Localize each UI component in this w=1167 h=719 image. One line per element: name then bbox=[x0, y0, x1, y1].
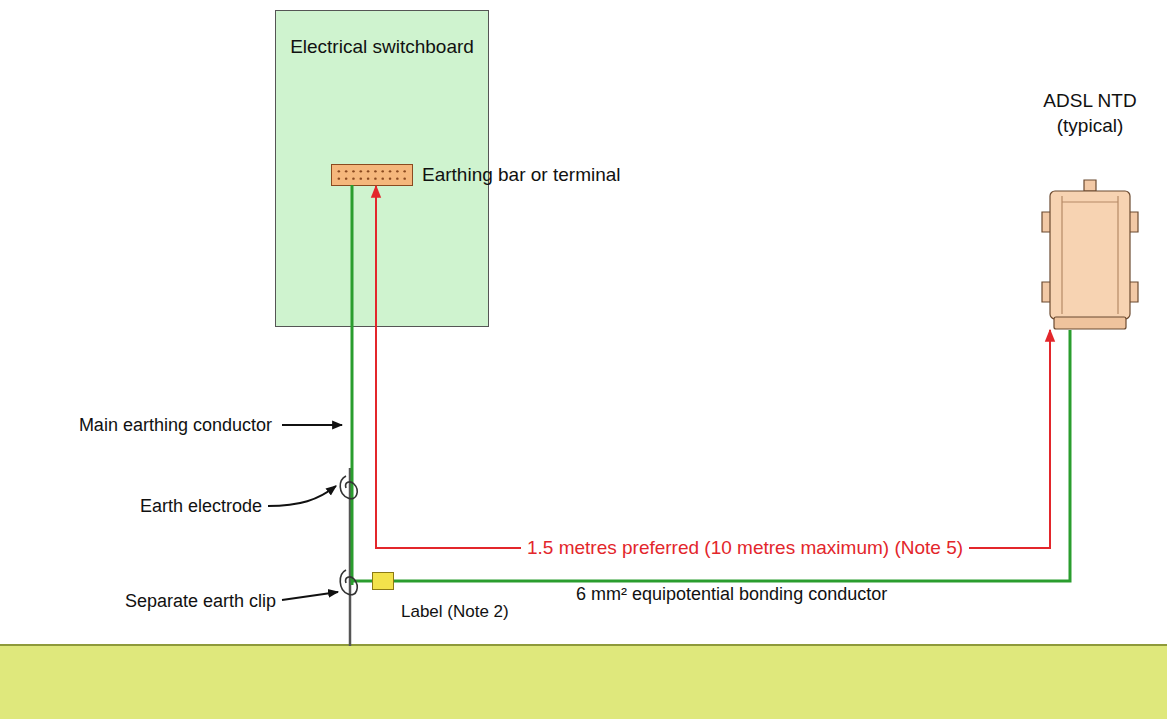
connector-label: 6 mm² equipotential bonding conductor bbox=[570, 582, 893, 606]
terminal-screw bbox=[345, 170, 348, 172]
node-text: Electrical switchboard bbox=[276, 11, 488, 61]
leader-arrow bbox=[282, 592, 338, 600]
terminal-screw bbox=[360, 177, 363, 179]
body-edge bbox=[1062, 201, 1118, 202]
earthing-bar: Earthing bar or terminal bbox=[331, 164, 413, 186]
terminal-screw bbox=[403, 170, 406, 172]
terminal-screw bbox=[389, 177, 392, 179]
node-text: ADSL NTD (typical) bbox=[1028, 88, 1152, 138]
terminal-screw bbox=[374, 170, 377, 172]
terminal-screw bbox=[367, 177, 370, 179]
ntd-body bbox=[1050, 191, 1130, 319]
earth-electrode-rod bbox=[349, 468, 352, 646]
leader-arrow bbox=[282, 424, 342, 426]
label-tag: Label (Note 2) bbox=[372, 572, 394, 590]
connector bbox=[394, 330, 1070, 581]
part-label: Separate earth clip bbox=[125, 590, 276, 612]
ntd-box: ADSL NTD (typical) bbox=[1040, 190, 1140, 330]
terminal-screw bbox=[389, 170, 392, 172]
terminal-screw bbox=[352, 177, 355, 179]
terminal-screw bbox=[352, 170, 355, 172]
earth-electrode-clip bbox=[340, 476, 357, 499]
part-label: Main earthing conductor bbox=[79, 414, 272, 436]
part-label: Earth electrode bbox=[140, 495, 262, 517]
terminal-screw bbox=[338, 170, 341, 172]
body-edge bbox=[1061, 196, 1062, 314]
node-text: Label (Note 2) bbox=[401, 601, 509, 623]
terminal-screw bbox=[396, 177, 399, 179]
terminal-screw bbox=[374, 177, 377, 179]
separate-earth-clip bbox=[340, 570, 357, 595]
terminal-screw bbox=[381, 177, 384, 179]
terminal-dots bbox=[332, 165, 412, 185]
terminal-screw bbox=[403, 177, 406, 179]
body-edge bbox=[1117, 196, 1118, 314]
terminal-screw bbox=[367, 170, 370, 172]
antenna-nub bbox=[1084, 180, 1096, 191]
leader-arrow bbox=[268, 486, 336, 506]
ntd-housing bbox=[1040, 190, 1140, 330]
terminal-screw bbox=[345, 177, 348, 179]
terminal-screw bbox=[360, 170, 363, 172]
switchboard-box: Electrical switchboardEarthing bar or te… bbox=[275, 10, 489, 327]
terminal-screw bbox=[381, 170, 384, 172]
ground-line bbox=[0, 644, 1167, 646]
terminal-screw bbox=[396, 170, 399, 172]
ntd-base bbox=[1054, 317, 1126, 329]
bonding-conductor-stub bbox=[352, 580, 372, 583]
ground bbox=[0, 645, 1167, 719]
connector-label: 1.5 metres preferred (10 metres maximum)… bbox=[521, 536, 969, 560]
node-text: Earthing bar or terminal bbox=[422, 163, 621, 188]
terminal-screw bbox=[338, 177, 341, 179]
